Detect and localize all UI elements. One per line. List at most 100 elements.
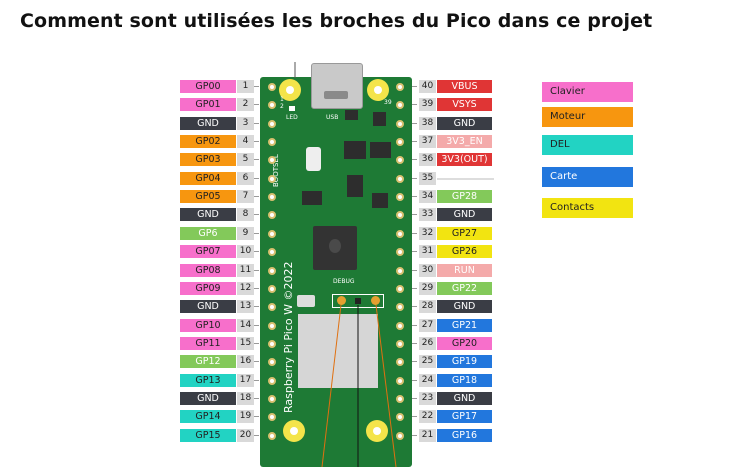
pin-hole — [396, 395, 404, 403]
pin-label: GP05 — [180, 190, 236, 203]
pin-number: 2 — [237, 98, 254, 111]
pin-number: 1 — [237, 80, 254, 93]
usb-label: USB — [326, 114, 339, 121]
pin-hole — [268, 432, 276, 440]
pin-hole — [268, 395, 276, 403]
pin-label: GP02 — [180, 135, 236, 148]
pin-label: GP15 — [180, 429, 236, 442]
pin-hole — [268, 377, 276, 385]
pin-connector — [412, 380, 417, 381]
pin-connector — [254, 325, 259, 326]
bootsel-button[interactable] — [306, 147, 321, 171]
pin-connector — [412, 123, 417, 124]
pin-number: 10 — [237, 245, 254, 258]
pin-label: GND — [180, 300, 236, 313]
pin-hole — [396, 211, 404, 219]
pin-connector — [412, 233, 417, 234]
pin-hole — [396, 156, 404, 164]
pin-number: 35 — [419, 172, 436, 185]
pin-number: 8 — [237, 208, 254, 221]
pico-board: 1 2 39 LED USB BOOTSEL DEBUG Raspberry P… — [260, 63, 412, 467]
legend-item: Clavier — [542, 82, 633, 102]
pin-hole — [268, 230, 276, 238]
pin-hole — [268, 83, 276, 91]
pin-hole — [396, 175, 404, 183]
pin-number: 17 — [237, 374, 254, 387]
pin-number: 24 — [419, 374, 436, 387]
pin-connector — [254, 251, 259, 252]
pin-number: 25 — [419, 355, 436, 368]
usb-connector — [311, 63, 363, 109]
pin-hole — [396, 138, 404, 146]
pin-connector — [412, 435, 417, 436]
pin-label: GP19 — [437, 355, 492, 368]
pin-label: 3V3_EN — [437, 135, 492, 148]
pin-label: GP13 — [180, 374, 236, 387]
pin-number: 36 — [419, 153, 436, 166]
chip-4 — [370, 142, 391, 158]
pin-label: GND — [437, 392, 492, 405]
chip-6 — [302, 191, 322, 205]
pin-hole — [396, 83, 404, 91]
pin-number: 11 — [237, 264, 254, 277]
pin-label: GP00 — [180, 80, 236, 93]
pin-connector — [254, 306, 259, 307]
pin-number: 5 — [237, 153, 254, 166]
pin-connector — [254, 343, 259, 344]
pin-label: GP22 — [437, 282, 492, 295]
pin-label: GP6 — [180, 227, 236, 240]
pin-hole — [268, 120, 276, 128]
pin-hole — [268, 138, 276, 146]
pin-connector — [412, 104, 417, 105]
pin-connector — [412, 141, 417, 142]
pin-connector — [254, 435, 259, 436]
pin-hole — [396, 230, 404, 238]
pin-label: GP16 — [437, 429, 492, 442]
debug-pin-2 — [355, 298, 361, 304]
pin-number: 16 — [237, 355, 254, 368]
pin-hole — [268, 267, 276, 275]
pin-number: 22 — [419, 410, 436, 423]
pin-hole — [396, 193, 404, 201]
pin-label — [437, 172, 492, 185]
pin-connector — [412, 306, 417, 307]
pin-number: 27 — [419, 319, 436, 332]
pin-label: GND — [180, 208, 236, 221]
pin-hole — [268, 340, 276, 348]
component-grey — [297, 295, 315, 307]
chip-3 — [344, 141, 366, 159]
pin-connector — [254, 233, 259, 234]
pin-number: 6 — [237, 172, 254, 185]
pin-hole — [268, 248, 276, 256]
pin-connector — [412, 214, 417, 215]
legend-item: Carte magnétique — [542, 167, 633, 202]
pin-label: VBUS — [437, 80, 492, 93]
pin-number: 32 — [419, 227, 436, 240]
pin-number: 13 — [237, 300, 254, 313]
pin-connector — [412, 343, 417, 344]
pin-hole — [268, 175, 276, 183]
pin-connector — [412, 416, 417, 417]
chip-7 — [372, 193, 388, 208]
pin-connector — [412, 196, 417, 197]
pin-connector — [254, 214, 259, 215]
